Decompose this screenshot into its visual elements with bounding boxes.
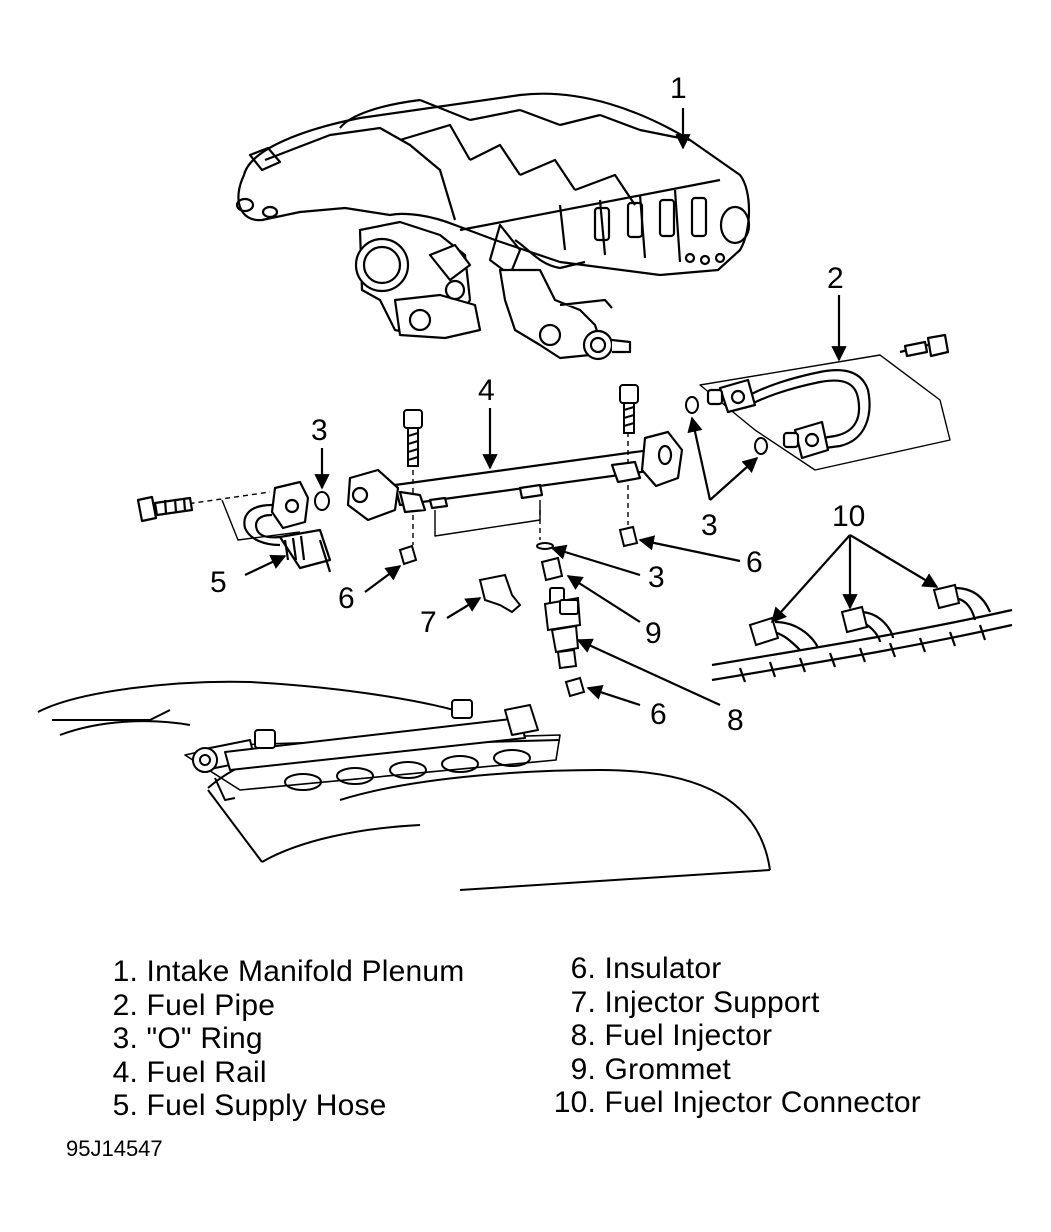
- insulator-left: [398, 544, 418, 566]
- callout-5: 5: [210, 566, 227, 599]
- legend-right: 6. Insulator 7. Injector Support 8. Fuel…: [546, 952, 921, 1120]
- callout-3-fuel-pipe: 3: [701, 509, 718, 542]
- insulator-right: [618, 525, 639, 548]
- legend-item-intake-manifold-plenum: 1. Intake Manifold Plenum: [112, 955, 465, 988]
- legend-item-fuel-injector-connector: 10. Fuel Injector Connector: [553, 1086, 921, 1119]
- legend-item-fuel-pipe: 2. Fuel Pipe: [112, 988, 276, 1022]
- fuel-pipe: [699, 333, 951, 471]
- o-ring-fuel-pipe-upper: [685, 396, 699, 414]
- callout-arrows: [244, 108, 939, 707]
- idle-air-control-valve: [498, 268, 632, 361]
- grommet: [540, 556, 564, 582]
- legend-item-fuel-injector: 8. Fuel Injector: [570, 1019, 773, 1052]
- o-ring-injector: [536, 542, 554, 550]
- callout-2: 2: [827, 262, 844, 295]
- injector-support: [478, 573, 522, 614]
- callout-6-right: 6: [746, 546, 763, 579]
- callout-3-injector: 3: [648, 561, 665, 594]
- callout-6-injector: 6: [650, 698, 667, 731]
- legend-item-o-ring: 3. "O" Ring: [112, 1022, 263, 1055]
- fuel-rail-bolt-left: [403, 409, 423, 467]
- fuel-rail: [346, 430, 684, 545]
- callout-4: 4: [478, 374, 495, 407]
- callout-9: 9: [645, 617, 662, 650]
- legend-item-grommet: 9. Grommet: [570, 1052, 731, 1086]
- insulator-injector: [564, 676, 586, 698]
- injector-wire-harness: [711, 586, 1013, 683]
- callout-8: 8: [727, 704, 744, 737]
- legend-item-injector-support: 7. Injector Support: [570, 985, 820, 1019]
- fuel-injector-connectors: [748, 583, 961, 647]
- exploded-parts-diagram: 1 2 3 3 3 3 4 5 6 6 6 7 8 9 10: [37, 72, 1013, 891]
- legend-item-insulator: 6. Insulator: [570, 952, 722, 985]
- callout-10: 10: [832, 500, 865, 533]
- fuel-rail-bolt-right: [619, 384, 639, 434]
- o-ring-fuel-pipe-lower: [754, 437, 768, 455]
- legend-left: 1. Intake Manifold Plenum 2. Fuel Pipe 3…: [104, 955, 465, 1123]
- legend-item-fuel-supply-hose: 5. Fuel Supply Hose: [112, 1089, 387, 1122]
- callout-6-left: 6: [338, 582, 355, 615]
- callout-7: 7: [420, 606, 437, 639]
- intake-manifold-plenum: [235, 92, 751, 277]
- fuel-injector: [543, 587, 582, 670]
- callout-1: 1: [670, 72, 687, 105]
- callout-3-supply: 3: [311, 414, 328, 447]
- figure-id: 95J14547: [66, 1136, 163, 1161]
- o-ring-supply-hose: [314, 491, 330, 511]
- throttle-body: [354, 220, 482, 340]
- legend-item-fuel-rail: 4. Fuel Rail: [112, 1055, 267, 1089]
- fuel-supply-hose: [136, 480, 332, 573]
- engine-cylinder-head: [37, 680, 771, 891]
